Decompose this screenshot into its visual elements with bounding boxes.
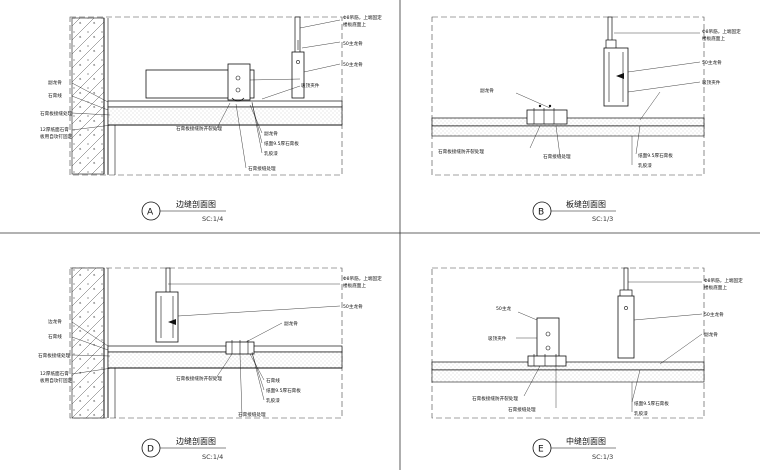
caption-a: 边缝剖面图 bbox=[176, 199, 216, 209]
hanger-rod bbox=[294, 16, 301, 58]
label-d-bead: 石膏线 bbox=[48, 333, 62, 340]
label-b-joint: 石膏接缝处理 bbox=[543, 153, 571, 160]
label-e-clip: 吸顶夹件 bbox=[488, 335, 507, 342]
label-b-clip: 吸顶夹件 bbox=[702, 79, 721, 86]
label-a-screw: 石膏板接缝防开裂处理 bbox=[176, 125, 222, 132]
label-a-bead: 石膏线 bbox=[48, 92, 62, 99]
label-a-joint: 石膏接缝处理 bbox=[248, 165, 276, 172]
label-b-hanger-spec: Φ8吊筋，上端固定 bbox=[702, 28, 741, 35]
label-e-board: 纸面9.5厚石膏板 bbox=[634, 400, 669, 407]
label-d-board: 纸面9.5厚石膏板 bbox=[266, 387, 301, 394]
concrete-wall bbox=[71, 267, 105, 419]
label-d-plaster-note-1: 12厚纸面石膏 bbox=[40, 370, 69, 377]
label-d-paint: 乳胶漆 bbox=[266, 397, 280, 404]
detail-id-d: D bbox=[147, 445, 154, 455]
label-e-paint: 乳胶漆 bbox=[634, 410, 648, 417]
panel-a-section: Φ8吊筋，上端固定 楼板底面上 50主龙骨 50主龙骨 吸顶夹件 副龙骨 石膏线… bbox=[40, 14, 382, 223]
insulation-layer bbox=[107, 351, 343, 369]
detail-id-b: B bbox=[538, 208, 544, 218]
concrete-wall bbox=[71, 17, 105, 175]
label-a-edge-keel: 石膏板接缝处理 bbox=[40, 110, 73, 117]
label-a-board: 纸面9.5厚石膏板 bbox=[264, 140, 299, 147]
scale-d: SC:1/4 bbox=[202, 453, 223, 461]
label-b-main-keel: 50主龙骨 bbox=[702, 59, 722, 66]
label-e-nut: 50主龙 bbox=[496, 305, 511, 312]
main-keel bbox=[617, 295, 635, 359]
label-a-paint: 乳胶漆 bbox=[264, 150, 278, 157]
label-a-sub-keel: 副龙骨 bbox=[264, 130, 278, 137]
panel-b-section: Φ8吊筋，上端固定 楼板底面上 50主龙骨 吸顶夹件 副龙骨 石膏板接缝防开裂处… bbox=[431, 16, 741, 223]
hanger-rod bbox=[165, 267, 171, 295]
panel-e-section: Φ8吊筋，上端固定 楼板底面上 50主龙骨 副龙骨 50主龙 吸顶夹件 石膏板接… bbox=[431, 267, 743, 461]
scale-e: SC:1/3 bbox=[592, 453, 613, 461]
label-a-wall-side: 副龙骨 bbox=[48, 79, 62, 86]
label-a-main-keel: 50主龙骨 bbox=[343, 61, 363, 68]
label-b-board: 纸面9.5厚石膏板 bbox=[638, 152, 673, 159]
label-e-hanger-spec: Φ8吊筋，上端固定 bbox=[704, 277, 743, 284]
clip-assembly bbox=[526, 109, 568, 125]
hanger-bracket bbox=[227, 63, 251, 101]
label-b-hanger-spec-2: 楼板底面上 bbox=[702, 35, 725, 42]
gypsum-board bbox=[107, 100, 343, 108]
label-b-screw: 石膏板接缝防开裂处理 bbox=[438, 148, 484, 155]
label-e-main-keel: 50主龙骨 bbox=[704, 311, 724, 318]
detail-id-a: A bbox=[147, 208, 154, 218]
label-d-sub-keel: 副龙骨 bbox=[284, 320, 298, 327]
label-a-plaster-note-2: 板用自攻钉固定 bbox=[40, 133, 73, 140]
label-e-hanger-spec-2: 楼板底面上 bbox=[704, 284, 727, 291]
scale-b: SC:1/3 bbox=[592, 215, 613, 223]
label-a-hanger-spec: Φ8吊筋，上端固定 bbox=[343, 14, 382, 21]
label-e-sub-keel: 副龙骨 bbox=[704, 331, 718, 338]
main-keel bbox=[603, 47, 629, 107]
label-d-joint: 石膏接缝处理 bbox=[238, 411, 266, 418]
gypsum-board bbox=[107, 345, 343, 353]
label-a-clip: 吸顶夹件 bbox=[301, 82, 320, 89]
label-a-hanger-spec-2: 楼板底面上 bbox=[343, 21, 366, 28]
label-d-wall-side: 边龙骨 bbox=[48, 318, 62, 325]
label-b-sub-keel: 副龙骨 bbox=[480, 87, 494, 94]
panel-d-section: Φ8吊筋，上端固定 楼板底面上 50主龙骨 副龙骨 边龙骨 石膏线 石膏板接缝处… bbox=[38, 267, 382, 461]
detail-id-e: E bbox=[538, 445, 544, 455]
label-d-plaster-note-2: 板用自攻钉固定 bbox=[40, 377, 73, 384]
hanger-rod bbox=[607, 16, 613, 44]
label-a-plaster-note-1: 12厚纸面石膏 bbox=[40, 126, 69, 133]
label-d-hanger-spec: Φ8吊筋，上端固定 bbox=[343, 275, 382, 282]
label-d-edge-keel: 石膏板接缝处理 bbox=[38, 352, 71, 359]
label-e-joint: 石膏接缝处理 bbox=[508, 406, 536, 413]
label-e-screw: 石膏板接缝防开裂处理 bbox=[472, 395, 518, 402]
caption-d: 边缝剖面图 bbox=[176, 436, 216, 446]
label-d-screw: 石膏板接缝防开裂处理 bbox=[176, 375, 222, 382]
label-a-nut: 50主龙骨 bbox=[343, 40, 363, 47]
label-d-main-keel: 50主龙骨 bbox=[343, 303, 363, 310]
caption-b: 板缝剖面图 bbox=[566, 199, 606, 209]
label-b-paint: 乳胶漆 bbox=[638, 162, 652, 169]
label-d-hanger-spec-2: 楼板底面上 bbox=[343, 282, 366, 289]
insulation-layer bbox=[107, 106, 343, 126]
scale-a: SC:1/4 bbox=[202, 215, 223, 223]
caption-e: 中缝剖面图 bbox=[566, 436, 606, 446]
gypsum-board bbox=[431, 361, 705, 371]
label-d-edge-2: 石膏线 bbox=[266, 377, 280, 384]
gypsum-board bbox=[431, 117, 705, 127]
main-keel bbox=[155, 291, 179, 343]
